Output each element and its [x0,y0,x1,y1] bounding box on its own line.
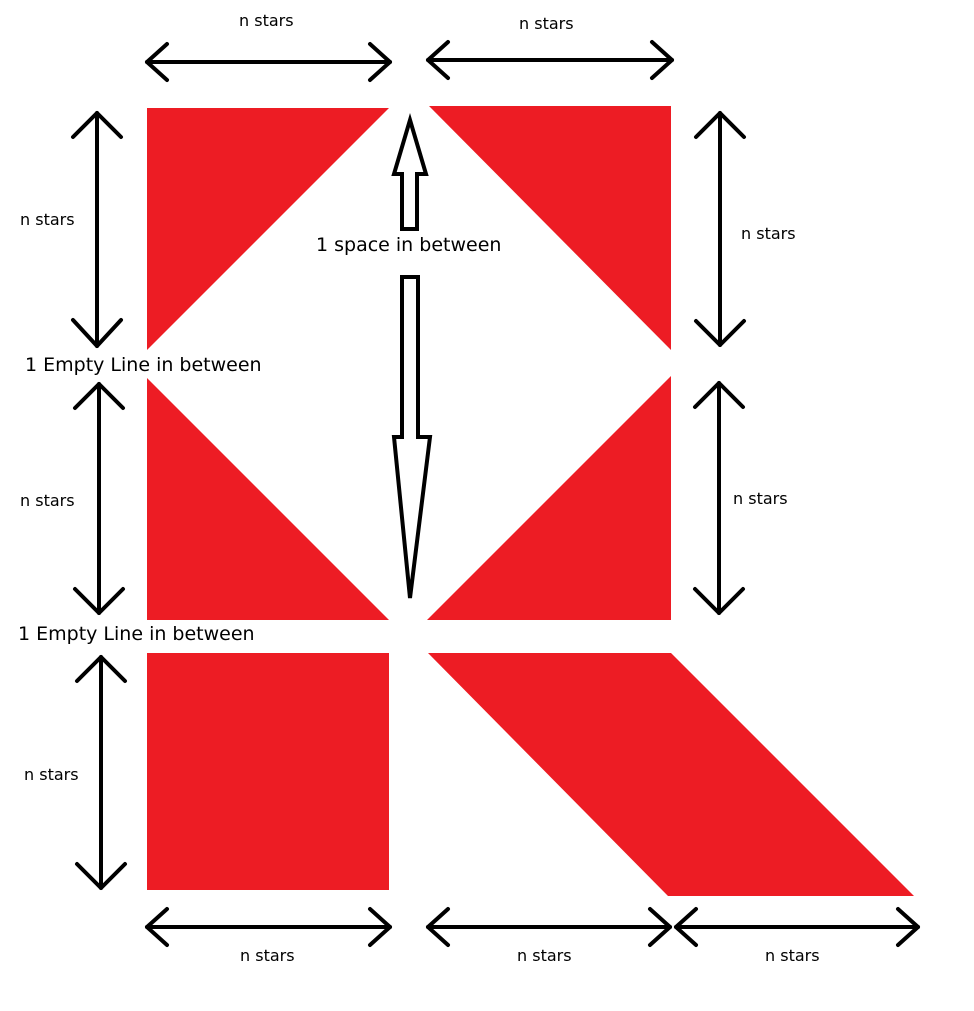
label-empty-line-1: 1 Empty Line in between [25,354,262,376]
label-top-left-height: n stars [20,210,75,229]
label-space-between: 1 space in between [316,234,502,256]
bottom-right-parallelogram [428,653,914,896]
label-bottom-middle-width: n stars [517,946,572,965]
top-right-width-arrow [426,40,674,80]
red-shapes [147,106,914,896]
top-left-height-arrow [71,111,123,348]
up-arrow-icon [391,112,429,231]
label-top-right-height: n stars [741,224,796,243]
middle-right-height-arrow [693,381,745,615]
label-top-left-width: n stars [239,11,294,30]
top-right-triangle [429,106,671,350]
label-middle-left-height: n stars [20,491,75,510]
bottom-left-height-arrow [75,655,127,890]
bottom-middle-width-arrow [426,907,672,947]
down-arrow-icon [391,275,433,599]
measurement-arrows [71,40,920,947]
label-empty-line-2: 1 Empty Line in between [18,623,255,645]
label-top-right-width: n stars [519,14,574,33]
label-middle-right-height: n stars [733,489,788,508]
space-indicator-arrows [391,112,433,599]
label-bottom-right-width: n stars [765,946,820,965]
label-bottom-left-height: n stars [24,765,79,784]
middle-left-height-arrow [73,382,125,615]
bottom-left-square [147,653,389,890]
top-left-width-arrow [145,42,392,82]
top-right-height-arrow [694,111,746,347]
bottom-right-width-arrow [674,907,920,947]
label-bottom-left-width: n stars [240,946,295,965]
top-left-triangle [147,108,389,350]
middle-right-triangle [427,376,671,620]
bottom-left-width-arrow [145,907,392,947]
middle-left-triangle [147,378,389,620]
